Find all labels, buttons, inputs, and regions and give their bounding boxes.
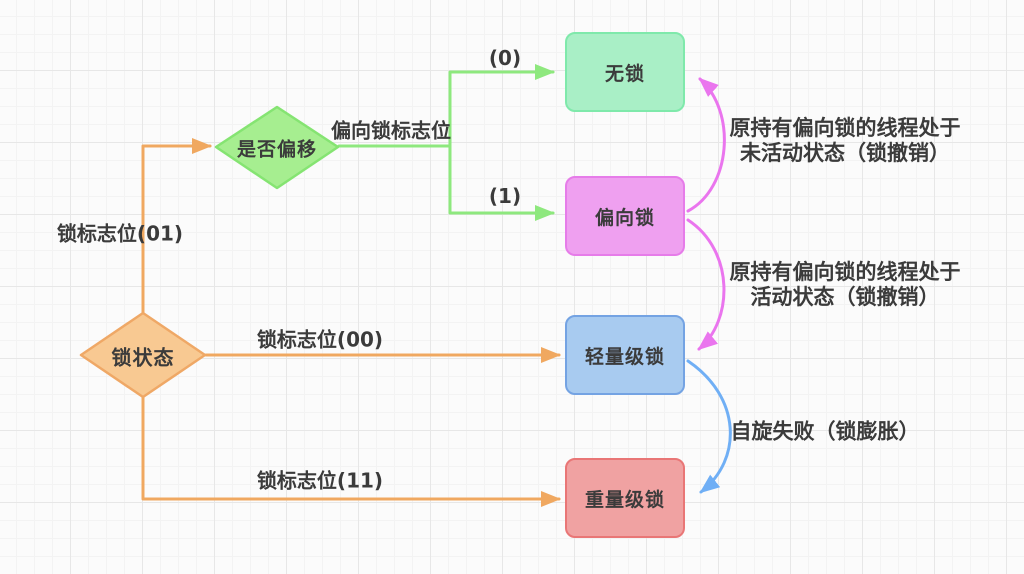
node-lightweight-lock-label: 轻量级锁 — [584, 345, 665, 368]
edge-label-branch-0: (0) — [488, 46, 522, 70]
edge-label-flag-11: 锁标志位(11) — [256, 468, 384, 493]
edge-label-biased-flag: 偏向锁标志位 — [331, 118, 451, 143]
edge-is-biased-to-biased-lock — [448, 144, 555, 221]
note-revoke-inactive-line2: 未活动状态（锁撤销） — [740, 141, 950, 165]
node-lock-state-diamond — [79, 311, 207, 399]
node-heavyweight-lock: 重量级锁 — [565, 458, 685, 538]
node-no-lock: 无锁 — [565, 32, 685, 112]
node-heavyweight-lock-label: 重量级锁 — [584, 488, 665, 511]
edge-biased-to-lightweight-revoke — [686, 218, 726, 351]
edge-biased-to-no-lock-revoke — [686, 77, 726, 213]
edge-lock-state-to-heavyweight — [141, 395, 561, 507]
note-revoke-inactive-line1: 原持有偏向锁的线程处于 — [729, 116, 961, 140]
note-spin-fail: 自旋失败（锁膨胀） — [730, 419, 920, 444]
node-is-biased-label: 是否偏移 — [236, 138, 318, 161]
edge-label-flag-00: 锁标志位(00) — [256, 327, 384, 352]
node-no-lock-label: 无锁 — [604, 62, 645, 85]
edge-label-branch-1: (1) — [488, 184, 522, 208]
node-is-biased-diamond — [214, 105, 340, 190]
edge-is-biased-to-no-lock — [337, 64, 555, 148]
edge-lock-state-to-is-biased — [141, 138, 212, 315]
note-revoke-active-line2: 活动状态（锁撤销） — [750, 285, 940, 309]
note-revoke-active: 原持有偏向锁的线程处于 活动状态（锁撤销） — [730, 260, 961, 310]
edge-label-flag-01: 锁标志位(01) — [56, 221, 184, 246]
edge-lightweight-to-heavyweight-inflate — [686, 359, 732, 494]
node-lightweight-lock: 轻量级锁 — [565, 315, 685, 395]
node-lock-state-label: 锁状态 — [111, 345, 175, 370]
note-revoke-active-line1: 原持有偏向锁的线程处于 — [729, 260, 961, 284]
node-biased-lock-label: 偏向锁 — [594, 206, 655, 229]
note-revoke-inactive: 原持有偏向锁的线程处于 未活动状态（锁撤销） — [730, 116, 961, 166]
node-biased-lock: 偏向锁 — [565, 176, 685, 256]
